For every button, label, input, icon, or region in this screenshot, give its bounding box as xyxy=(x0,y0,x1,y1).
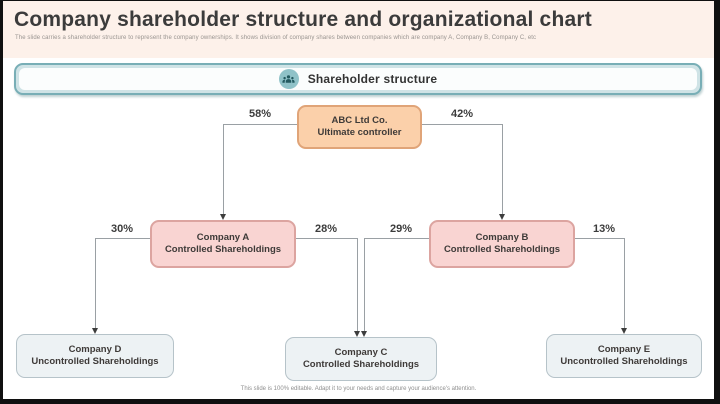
arrow-down-icon xyxy=(361,331,367,337)
arrow-down-icon xyxy=(499,214,505,220)
node-subtitle: Uncontrolled Shareholdings xyxy=(560,356,688,367)
connector-a-to-c-drop xyxy=(357,238,358,331)
node-company-e: Company E Uncontrolled Shareholdings xyxy=(546,334,702,378)
connector-abc-to-a-drop xyxy=(223,124,224,214)
slide: Company shareholder structure and organi… xyxy=(3,1,714,399)
node-company-b: Company B Controlled Shareholdings xyxy=(429,220,575,268)
edge-label-30: 30% xyxy=(110,223,134,235)
node-subtitle: Controlled Shareholdings xyxy=(302,359,420,370)
footer-note: This slide is 100% editable. Adapt it to… xyxy=(240,386,477,392)
node-abc-ltd: ABC Ltd Co. Ultimate controller xyxy=(297,105,422,149)
connector-b-to-c xyxy=(364,238,429,239)
node-subtitle: Uncontrolled Shareholdings xyxy=(31,356,159,367)
connector-abc-to-b xyxy=(422,124,502,125)
node-title: Company B xyxy=(475,231,529,243)
node-title: ABC Ltd Co. xyxy=(331,114,388,126)
banner-label: Shareholder structure xyxy=(307,72,438,86)
node-subtitle: Controlled Shareholdings xyxy=(164,244,282,255)
connector-abc-to-a xyxy=(223,124,297,125)
page-title: Company shareholder structure and organi… xyxy=(14,8,592,31)
edge-label-29: 29% xyxy=(389,223,413,235)
arrow-down-icon xyxy=(354,331,360,337)
connector-b-to-e xyxy=(575,238,624,239)
page-subtitle: The slide carries a shareholder structur… xyxy=(15,35,537,41)
node-subtitle: Controlled Shareholdings xyxy=(443,244,561,255)
edge-label-13: 13% xyxy=(592,223,616,235)
connector-a-to-d xyxy=(95,238,150,239)
node-title: Company A xyxy=(196,231,250,243)
people-group-icon xyxy=(278,69,299,89)
arrow-down-icon xyxy=(621,328,627,334)
node-company-c: Company C Controlled Shareholdings xyxy=(285,337,437,381)
connector-a-to-d-drop xyxy=(95,238,96,328)
edge-label-42: 42% xyxy=(450,108,474,120)
connector-b-to-c-drop xyxy=(364,238,365,331)
edge-label-58: 58% xyxy=(248,108,272,120)
arrow-down-icon xyxy=(220,214,226,220)
arrow-down-icon xyxy=(92,328,98,334)
node-subtitle: Ultimate controller xyxy=(317,127,402,138)
connector-abc-to-b-drop xyxy=(502,124,503,214)
node-company-d: Company D Uncontrolled Shareholdings xyxy=(16,334,174,378)
node-title: Company E xyxy=(597,343,651,355)
node-title: Company D xyxy=(68,343,122,355)
node-company-a: Company A Controlled Shareholdings xyxy=(150,220,296,268)
banner-inner: Shareholder structure xyxy=(19,68,697,90)
connector-a-to-c xyxy=(296,238,357,239)
title-area: Company shareholder structure and organi… xyxy=(3,1,714,58)
node-title: Company C xyxy=(334,346,388,358)
connector-b-to-e-drop xyxy=(624,238,625,328)
shareholder-structure-banner: Shareholder structure xyxy=(14,63,702,95)
edge-label-28: 28% xyxy=(314,223,338,235)
